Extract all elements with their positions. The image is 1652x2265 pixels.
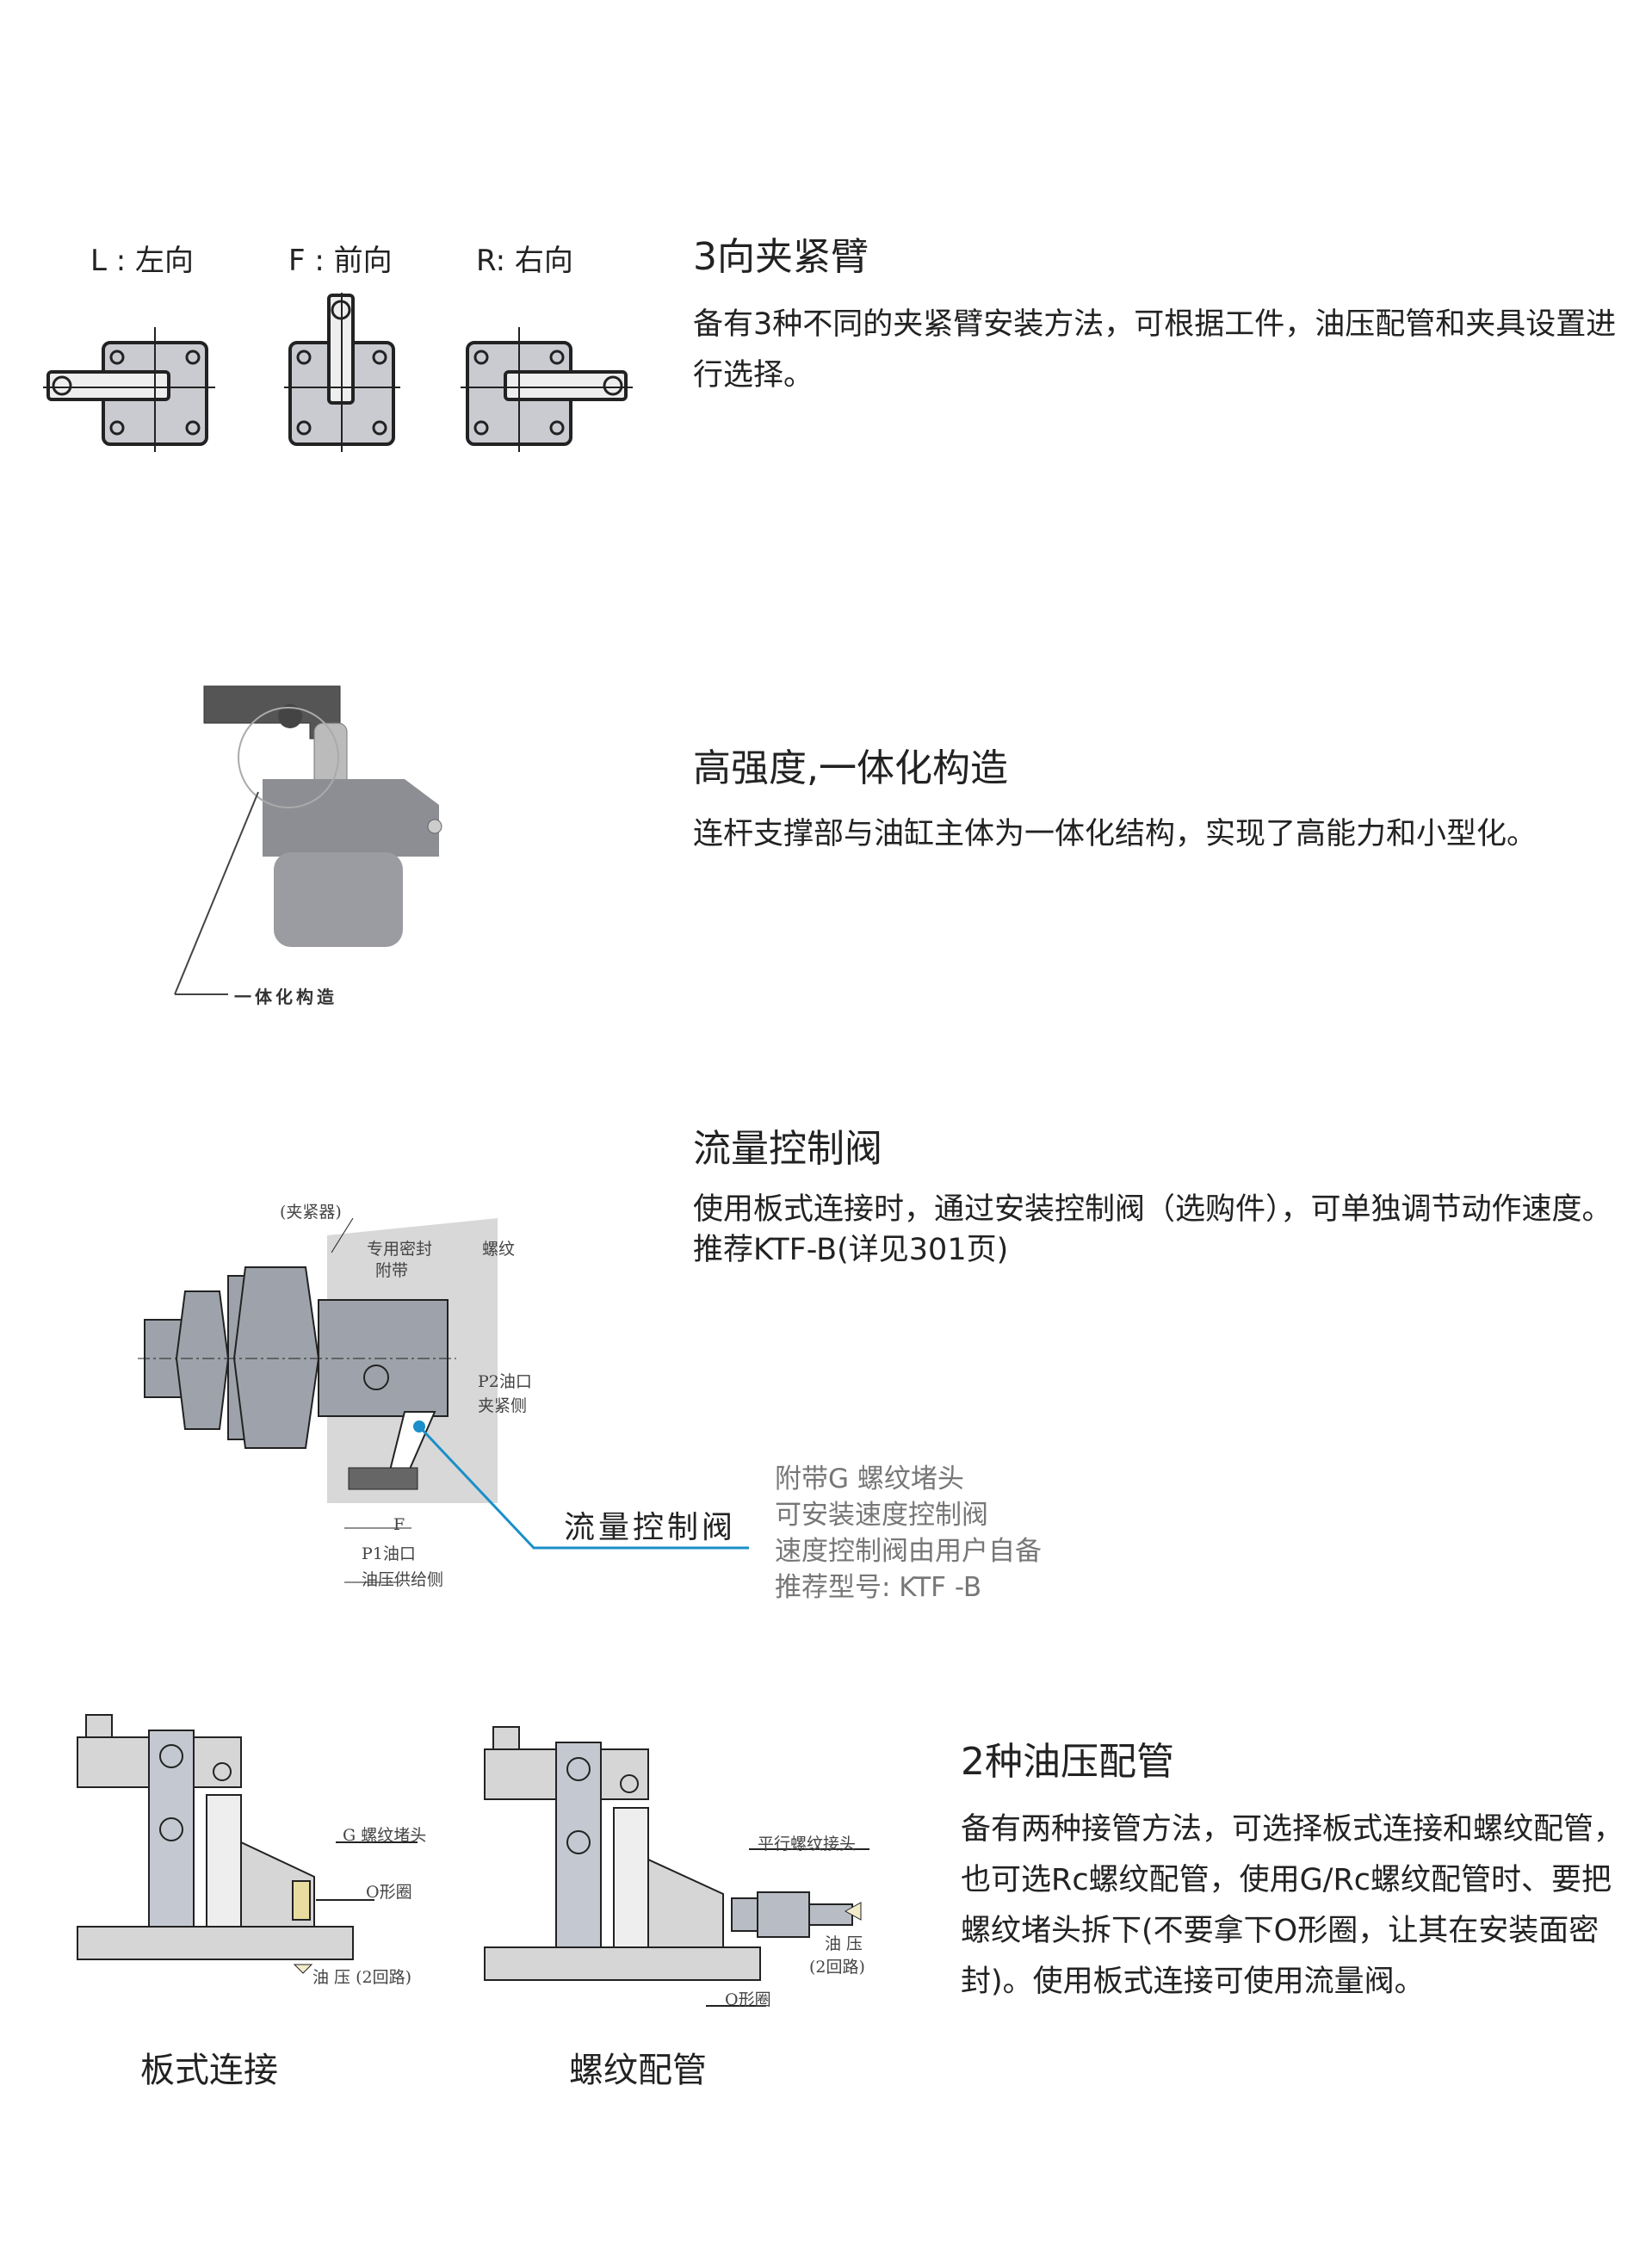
label-f: F <box>393 1515 405 1534</box>
label-thread: 螺纹 <box>482 1240 516 1259</box>
label-oil-right-circuits: (2回路) <box>809 1958 865 1977</box>
orientation-label-right: R: 右向 <box>476 244 573 278</box>
label-oil-left: 油 压 (2回路) <box>312 1968 411 1987</box>
caption-threaded-piping: 螺纹配管 <box>569 2051 707 2090</box>
orientation-label-left: L : 左向 <box>90 244 195 278</box>
flow-valve-note: 速度控制阀由用户自备 <box>775 1536 1042 1567</box>
section-title-piping: 2种油压配管 <box>961 1740 1174 1784</box>
label-clamp-side: 夹紧侧 <box>478 1396 528 1415</box>
label-o-ring-left: O形圈 <box>366 1883 412 1902</box>
integrated-structure-callout: 一体化构造 <box>234 987 337 1007</box>
integrated-structure-photo <box>174 685 442 995</box>
orientation-label-front: F : 前向 <box>288 244 393 278</box>
section-title-high-strength: 高强度,一体化构造 <box>693 746 1008 790</box>
flow-valve-label: 流量控制阀 <box>564 1510 737 1545</box>
arm-orientation-diagrams <box>43 293 633 452</box>
section-body-clamp-arm: 备有3种不同的夹紧臂安装方法，可根据工件，油压配管和夹具设置进行选择。 <box>693 307 1617 393</box>
piping-diagrams <box>77 1714 869 2007</box>
section-title-clamp-arm: 3向夹紧臂 <box>693 235 869 279</box>
section-body-piping: 备有两种接管方法，可选择板式连接和螺纹配管，也可选Rc螺纹配管，使用G/Rc螺纹… <box>961 1812 1624 1999</box>
section-body-high-strength: 连杆支撑部与油缸主体为一体化结构，实现了高能力和小型化。 <box>693 817 1538 851</box>
label-supply-side: 油压供给侧 <box>362 1570 444 1589</box>
caption-plate-connection: 板式连接 <box>140 2051 278 2090</box>
label-oil-right: 油 压 <box>825 1934 863 1953</box>
label-dedicated-seal: 专用密封 <box>367 1240 433 1259</box>
flow-valve-note: 附带G 螺纹堵头 <box>775 1464 964 1495</box>
flow-valve-diagram <box>138 1217 749 1583</box>
label-clamp: (夹紧器) <box>280 1203 342 1222</box>
flow-valve-note: 推荐型号: KTF -B <box>775 1572 982 1603</box>
section-body-flow-valve: 使用板式连接时，通过安装控制阀（选购件），可单独调节动作速度。推荐KTF-B(详… <box>693 1192 1612 1267</box>
label-parallel-joint: 平行螺纹接头 <box>758 1835 857 1853</box>
flow-valve-note: 可安装速度控制阀 <box>775 1500 988 1531</box>
label-included: 附带 <box>375 1261 409 1280</box>
section-title-flow-valve: 流量控制阀 <box>693 1127 882 1171</box>
label-o-ring-right: O形圈 <box>725 1990 771 2009</box>
label-g-plug: G 螺纹堵头 <box>343 1826 427 1845</box>
label-p2-port: P2油口 <box>478 1372 532 1391</box>
label-p1-port: P1油口 <box>362 1544 416 1563</box>
